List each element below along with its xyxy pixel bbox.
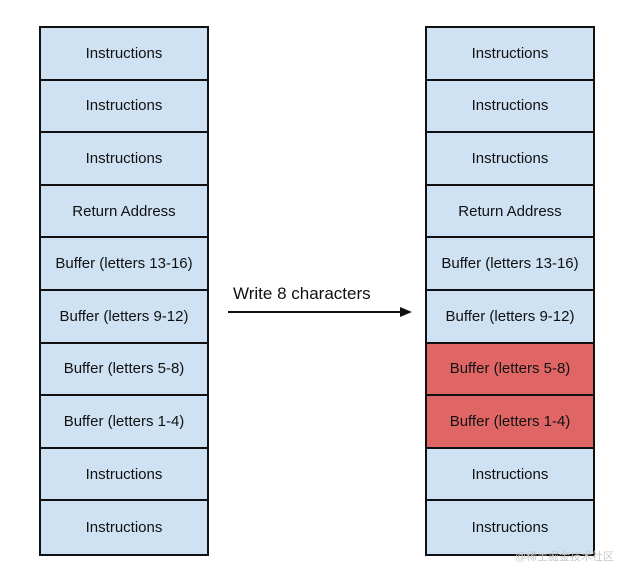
- stack-cell-buffer-1-4: Buffer (letters 1-4): [41, 396, 207, 449]
- stack-cell-instructions: Instructions: [427, 501, 593, 554]
- stack-cell-instructions: Instructions: [41, 28, 207, 81]
- stack-cell-return-address: Return Address: [41, 185, 207, 239]
- arrow-label: Write 8 characters: [233, 284, 371, 303]
- stack-cell-instructions: Instructions: [427, 448, 593, 502]
- stack-cell-buffer-13-16: Buffer (letters 13-16): [41, 238, 207, 291]
- watermark: @稀土掘金技术社区: [514, 551, 614, 563]
- stack-cell-buffer-9-12: Buffer (letters 9-12): [41, 290, 207, 344]
- stack-cell-buffer-13-16: Buffer (letters 13-16): [427, 238, 593, 291]
- stack-cell-instructions: Instructions: [41, 133, 207, 186]
- stack-cell-buffer-5-8-overwritten: Buffer (letters 5-8): [427, 343, 593, 397]
- stack-before-write: Instructions Instructions Instructions R…: [39, 26, 209, 556]
- stack-cell-instructions: Instructions: [41, 448, 207, 502]
- stack-cell-instructions: Instructions: [427, 80, 593, 134]
- stack-cell-buffer-9-12: Buffer (letters 9-12): [427, 290, 593, 344]
- stack-cell-instructions: Instructions: [41, 501, 207, 554]
- stack-cell-instructions: Instructions: [41, 80, 207, 134]
- stack-cell-return-address: Return Address: [427, 185, 593, 239]
- stack-cell-buffer-1-4-overwritten: Buffer (letters 1-4): [427, 396, 593, 449]
- stack-after-write: Instructions Instructions Instructions R…: [425, 26, 595, 556]
- stack-cell-instructions: Instructions: [427, 133, 593, 186]
- stack-cell-instructions: Instructions: [427, 28, 593, 81]
- right-arrow-icon: [228, 307, 412, 317]
- stack-cell-buffer-5-8: Buffer (letters 5-8): [41, 343, 207, 397]
